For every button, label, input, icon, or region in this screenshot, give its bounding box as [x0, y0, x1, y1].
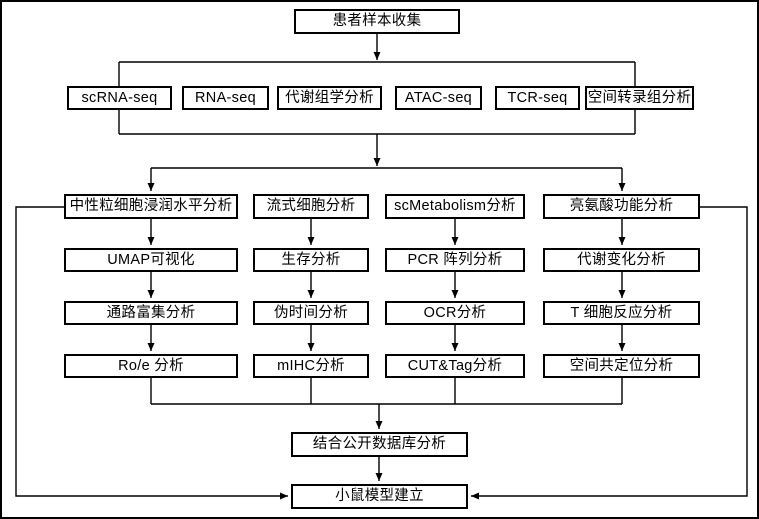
node-atac-seq: ATAC-seq — [395, 86, 482, 110]
node-mouse-model-establishment: 小鼠模型建立 — [291, 484, 468, 509]
node-survival-analysis: 生存分析 — [253, 248, 369, 272]
node-roe-analysis: Ro/e 分析 — [64, 354, 238, 378]
node-metabolomics-analysis: 代谢组学分析 — [277, 86, 382, 110]
node-metabolic-change-analysis: 代谢变化分析 — [543, 248, 700, 272]
node-public-database-analysis: 结合公开数据库分析 — [291, 432, 468, 457]
node-pathway-enrichment-analysis: 通路富集分析 — [64, 301, 238, 325]
node-flow-cytometry-analysis: 流式细胞分析 — [253, 194, 369, 219]
node-rna-seq: RNA-seq — [182, 86, 269, 110]
node-scmetabolism-analysis: scMetabolism分析 — [385, 194, 525, 219]
node-pseudotime-analysis: 伪时间分析 — [253, 301, 369, 325]
node-scrna-seq: scRNA-seq — [67, 86, 172, 110]
node-leucine-function-analysis: 亮氨酸功能分析 — [543, 194, 700, 219]
node-patient-sample-collection: 患者样本收集 — [294, 9, 460, 34]
node-cut-tag-analysis: CUT&Tag分析 — [385, 354, 525, 378]
node-mihc-analysis: mIHC分析 — [253, 354, 369, 378]
node-spatial-transcriptomics-analysis: 空间转录组分析 — [585, 86, 694, 110]
node-ocr-analysis: OCR分析 — [385, 301, 525, 325]
node-neutrophil-infiltration-analysis: 中性粒细胞浸润水平分析 — [64, 194, 238, 219]
node-t-cell-response-analysis: T 细胞反应分析 — [543, 301, 700, 325]
node-spatial-colocalization-analysis: 空间共定位分析 — [543, 354, 700, 378]
node-tcr-seq: TCR-seq — [495, 86, 580, 110]
node-umap-visualization: UMAP可视化 — [64, 248, 238, 272]
node-pcr-array-analysis: PCR 阵列分析 — [385, 248, 525, 272]
